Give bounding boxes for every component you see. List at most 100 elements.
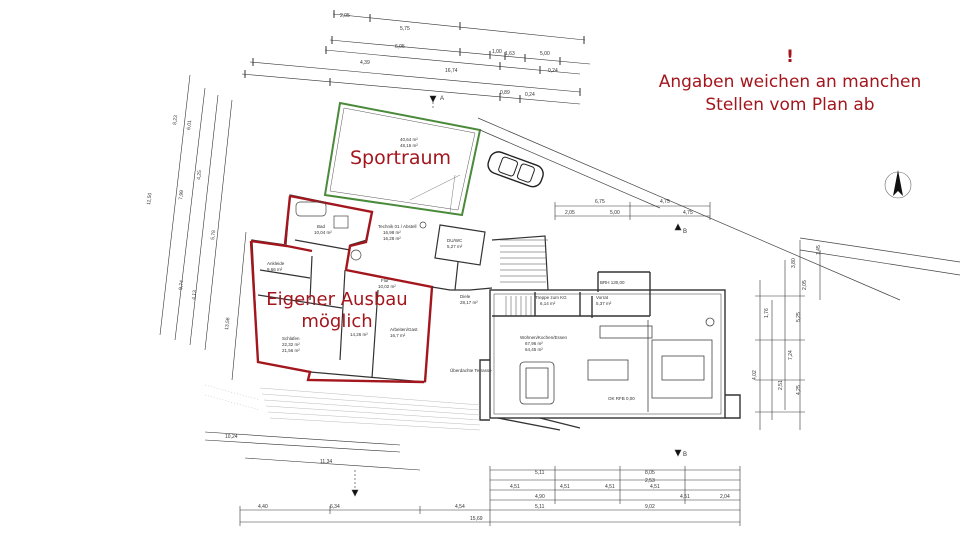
svg-text:4,39: 4,39 bbox=[360, 60, 370, 66]
svg-text:Vorrat: Vorrat bbox=[596, 295, 609, 300]
svg-text:6,75: 6,75 bbox=[595, 199, 605, 205]
svg-text:4,54: 4,54 bbox=[455, 504, 465, 510]
svg-text:10,04 m²: 10,04 m² bbox=[314, 230, 332, 235]
svg-text:2,05: 2,05 bbox=[565, 210, 575, 216]
svg-text:16,74: 16,74 bbox=[445, 68, 458, 74]
dimension-text-left: 8,23 6,01 11,50 7,99 4,25 5,78 4,13 9,74… bbox=[146, 115, 232, 331]
svg-text:8,05: 8,05 bbox=[645, 470, 655, 476]
svg-text:40,64 m²: 40,64 m² bbox=[400, 137, 418, 142]
svg-text:OK RFB 0,00: OK RFB 0,00 bbox=[608, 396, 635, 401]
svg-text:16,98 m²: 16,98 m² bbox=[383, 230, 401, 235]
exclamation-mark: ! bbox=[786, 47, 794, 67]
svg-text:B: B bbox=[683, 229, 687, 235]
svg-text:4,51: 4,51 bbox=[680, 494, 690, 500]
svg-text:4,51: 4,51 bbox=[650, 484, 660, 490]
terrace-hatch bbox=[204, 384, 481, 431]
svg-text:1,63: 1,63 bbox=[505, 51, 515, 57]
svg-text:8,23: 8,23 bbox=[172, 115, 179, 126]
eigener-ausbau-label: Eigener Ausbau möglich bbox=[262, 289, 412, 333]
svg-text:Bad: Bad bbox=[317, 224, 326, 229]
svg-text:4,51: 4,51 bbox=[510, 484, 520, 490]
svg-text:67,96 m²: 67,96 m² bbox=[525, 341, 543, 346]
center-walls bbox=[431, 224, 549, 291]
svg-text:21,56 m²: 21,56 m² bbox=[282, 348, 300, 353]
svg-text:11,50: 11,50 bbox=[146, 192, 153, 205]
svg-text:A: A bbox=[440, 96, 444, 102]
svg-text:4,25: 4,25 bbox=[196, 170, 203, 181]
svg-text:4,75: 4,75 bbox=[660, 199, 670, 205]
sportraum-area-text: 40,64 m² 48,15 m² bbox=[400, 137, 418, 148]
svg-text:Technik 01 / Abstell: Technik 01 / Abstell bbox=[378, 224, 417, 229]
svg-text:16,28 m²: 16,28 m² bbox=[383, 236, 401, 241]
svg-text:Schlafen: Schlafen bbox=[282, 336, 300, 341]
svg-text:0,24: 0,24 bbox=[548, 68, 558, 74]
svg-text:2,05: 2,05 bbox=[802, 280, 808, 290]
svg-text:Ankleide: Ankleide bbox=[267, 261, 285, 266]
notice-line-1: Angaben weichen an manchen bbox=[658, 72, 922, 92]
svg-text:6,01: 6,01 bbox=[186, 120, 193, 131]
svg-text:0,89: 0,89 bbox=[500, 90, 510, 96]
svg-text:28,17 m²: 28,17 m² bbox=[460, 300, 478, 305]
svg-text:5,11: 5,11 bbox=[535, 504, 545, 510]
dimension-lines-top bbox=[241, 10, 591, 105]
svg-text:4,40: 4,40 bbox=[258, 504, 268, 510]
dimension-text-right-top: 6,75 4,75 2,05 5,00 4,75 bbox=[565, 199, 693, 216]
svg-text:14,26 m²: 14,26 m² bbox=[350, 332, 368, 337]
dimension-text-bottom: 5,11 8,05 2,53 4,51 4,51 4,51 4,51 4,90 … bbox=[225, 434, 730, 522]
svg-text:Treppe zum KG: Treppe zum KG bbox=[535, 295, 567, 300]
sportraum-room bbox=[323, 101, 482, 217]
section-markers bbox=[351, 95, 682, 497]
dimension-lines-right bbox=[755, 240, 821, 430]
svg-text:9,66 m²: 9,66 m² bbox=[267, 267, 283, 272]
plan-deviation-notice: ! Angaben weichen an manchen Stellen vom… bbox=[640, 46, 940, 117]
kitchen-furniture bbox=[519, 317, 715, 412]
ausbau-line-2: möglich bbox=[301, 311, 373, 332]
svg-text:6,05: 6,05 bbox=[395, 44, 405, 50]
svg-text:10,24: 10,24 bbox=[225, 434, 238, 440]
svg-text:4,13: 4,13 bbox=[191, 290, 198, 301]
svg-text:Wohnen/Kochen/Essen: Wohnen/Kochen/Essen bbox=[520, 335, 567, 340]
svg-text:2,05: 2,05 bbox=[340, 13, 350, 19]
svg-text:4,90: 4,90 bbox=[535, 494, 545, 500]
svg-text:5,27 m²: 5,27 m² bbox=[447, 244, 463, 249]
svg-text:5,00: 5,00 bbox=[610, 210, 620, 216]
car-icon bbox=[487, 151, 544, 188]
svg-text:5,25: 5,25 bbox=[796, 312, 802, 322]
svg-text:9,02: 9,02 bbox=[645, 504, 655, 510]
svg-text:10,02 m²: 10,02 m² bbox=[378, 284, 396, 289]
svg-text:0,24: 0,24 bbox=[525, 92, 535, 98]
svg-text:4,75: 4,75 bbox=[683, 210, 693, 216]
terrain-lines bbox=[477, 117, 960, 301]
svg-text:16,7 m²: 16,7 m² bbox=[390, 333, 406, 338]
dimension-text-right: 1,45 2,05 5,25 7,24 4,25 1,76 2,51 4,02 … bbox=[752, 245, 822, 395]
svg-text:5,00: 5,00 bbox=[540, 51, 550, 57]
svg-text:B: B bbox=[683, 452, 687, 458]
svg-text:22,32 m²: 22,32 m² bbox=[282, 342, 300, 347]
dimension-lines-right-top bbox=[554, 202, 711, 220]
north-arrow-icon bbox=[884, 170, 912, 199]
svg-text:4,02: 4,02 bbox=[752, 370, 758, 380]
svg-text:4,51: 4,51 bbox=[605, 484, 615, 490]
svg-text:13,56: 13,56 bbox=[224, 317, 232, 330]
svg-text:Überdachte Terrasse: Überdachte Terrasse bbox=[450, 367, 492, 373]
svg-text:5,11: 5,11 bbox=[535, 470, 545, 476]
svg-text:2,53: 2,53 bbox=[645, 478, 655, 484]
svg-text:6,14 m²: 6,14 m² bbox=[540, 301, 556, 306]
svg-text:48,15 m²: 48,15 m² bbox=[400, 143, 418, 148]
svg-text:3,80: 3,80 bbox=[791, 258, 797, 268]
svg-text:9,74: 9,74 bbox=[178, 280, 185, 291]
section-labels: A B B bbox=[440, 96, 687, 458]
svg-text:7,99: 7,99 bbox=[178, 190, 185, 201]
left-wing-rooms-text: Bad 10,04 m² Technik 01 / Abstell 16,98 … bbox=[267, 224, 492, 373]
svg-text:2,04: 2,04 bbox=[720, 494, 730, 500]
dimension-lines-left bbox=[159, 74, 247, 381]
svg-text:4,51: 4,51 bbox=[560, 484, 570, 490]
svg-text:5,75: 5,75 bbox=[400, 26, 410, 32]
svg-text:4,25: 4,25 bbox=[796, 385, 802, 395]
bath-fixtures bbox=[295, 201, 427, 261]
svg-text:Flur: Flur bbox=[381, 278, 389, 283]
right-wing-walls bbox=[479, 271, 741, 431]
svg-text:11,34: 11,34 bbox=[320, 459, 332, 465]
svg-text:1,00: 1,00 bbox=[492, 49, 502, 55]
svg-text:Diele: Diele bbox=[460, 294, 471, 299]
